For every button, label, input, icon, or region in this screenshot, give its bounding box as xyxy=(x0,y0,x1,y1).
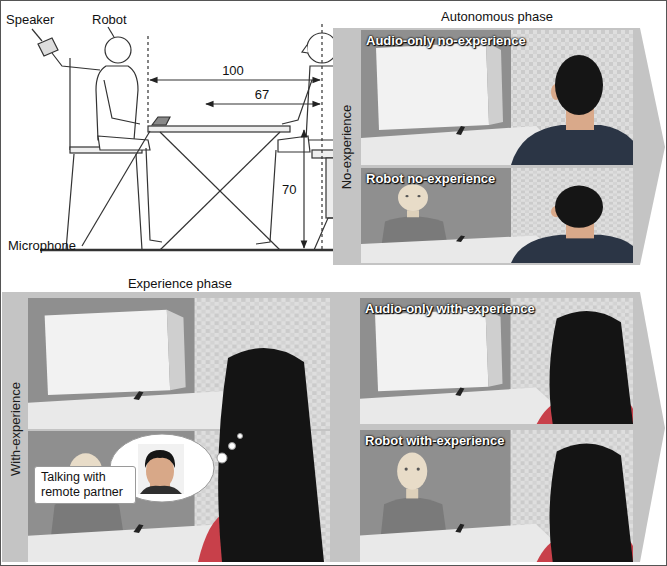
setup-schematic-part xyxy=(256,150,276,244)
setup-schematic-part xyxy=(108,27,114,37)
photo-caption: Robot no-experience xyxy=(366,171,495,186)
thought-bubble-part xyxy=(145,450,175,468)
condition-band: With-experience xyxy=(2,296,27,562)
callout-box: Talking with remote partner xyxy=(34,466,136,504)
band-label: With-experience xyxy=(7,382,22,476)
setup-schematic-part xyxy=(40,249,360,252)
dimension: 67 xyxy=(255,87,269,102)
setup-schematic-part xyxy=(146,148,162,242)
part-label: Robot xyxy=(92,12,127,27)
setup-schematic-part xyxy=(82,131,150,246)
setup-schematic-part xyxy=(96,66,138,140)
photo-part xyxy=(511,55,646,165)
photo xyxy=(361,168,646,263)
condition-photo: Robot with-experience xyxy=(360,430,633,562)
photo xyxy=(360,298,637,424)
setup-schematic-part xyxy=(52,53,100,70)
thought-bubble-part xyxy=(140,486,182,494)
setup-schematic-part xyxy=(105,37,131,63)
participant-woman-part xyxy=(218,348,324,562)
band-label: No-experience xyxy=(338,104,353,189)
setup-schematic xyxy=(32,24,360,250)
dimension: 100 xyxy=(222,63,244,78)
photo-caption: Robot with-experience xyxy=(365,433,504,448)
photo xyxy=(361,30,646,165)
photo-caption: Audio-only with-experience xyxy=(365,301,535,316)
setup-schematic-part xyxy=(104,80,140,124)
photo-part xyxy=(511,186,646,263)
setup-schematic-part xyxy=(302,45,308,53)
thought-bubble-part xyxy=(238,434,243,439)
condition-photo: Audio-only no-experience xyxy=(361,30,633,165)
setup-schematic-part xyxy=(206,103,320,104)
participant-woman xyxy=(198,348,324,562)
condition-photo: Audio-only with-experience xyxy=(360,298,633,424)
dimension: 70 xyxy=(282,182,296,197)
setup-schematic-part xyxy=(278,136,310,152)
photo-part xyxy=(537,311,637,424)
thought-bubble-part xyxy=(217,453,227,463)
photo xyxy=(360,430,637,562)
phase-heading: Autonomous phase xyxy=(441,9,553,24)
condition-photo: Robot no-experience xyxy=(361,168,633,263)
setup-schematic-part xyxy=(303,130,304,248)
setup-schematic-part xyxy=(160,132,280,250)
part-label: Microphone xyxy=(8,238,76,253)
setup-schematic-part xyxy=(321,24,322,250)
thought-bubble-part xyxy=(229,443,236,450)
setup-schematic-part xyxy=(282,80,312,124)
phase-arrow xyxy=(2,292,665,562)
callout-text: Talking with remote partner xyxy=(41,470,129,500)
part-label: Speaker xyxy=(6,12,54,27)
phase-arrow xyxy=(333,28,665,265)
setup-schematic-part xyxy=(66,58,142,250)
setup-schematic-part xyxy=(147,36,148,124)
condition-band: No-experience xyxy=(333,28,358,265)
setup-schematic-part xyxy=(160,132,280,250)
photo-part xyxy=(537,444,637,562)
setup-schematic-part xyxy=(32,29,42,41)
setup-schematic-part xyxy=(98,136,150,150)
phase-heading: Experience phase xyxy=(128,276,232,291)
setup-schematic-part xyxy=(150,79,320,80)
thought-bubble-part xyxy=(138,444,184,494)
setup-schematic-part xyxy=(152,117,170,125)
photo-caption: Audio-only no-experience xyxy=(366,33,526,48)
setup-schematic-part xyxy=(148,126,290,132)
